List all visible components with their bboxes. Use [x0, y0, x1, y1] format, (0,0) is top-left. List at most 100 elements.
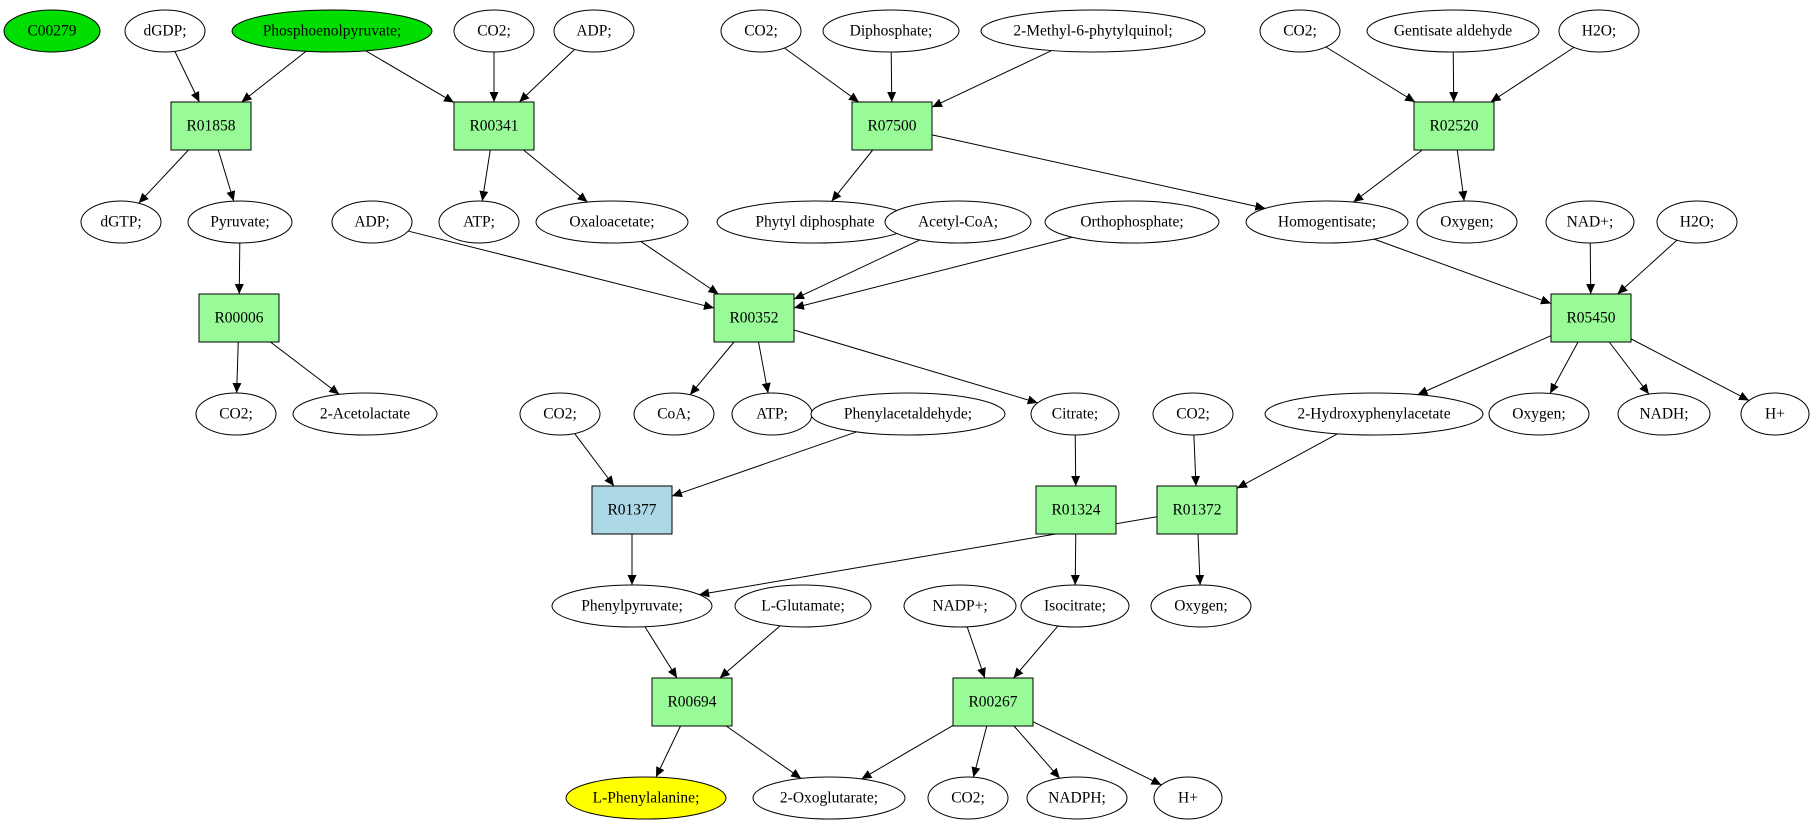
reaction-node-r00694[interactable]: R00694: [651, 677, 733, 727]
compound-ellipse: [438, 200, 520, 244]
compound-ellipse: [822, 9, 960, 53]
compound-node-h2o-a[interactable]: H2O;: [1558, 9, 1640, 53]
compound-node-oxaloacetate[interactable]: Oxaloacetate;: [535, 200, 689, 244]
reaction-node-r01324[interactable]: R01324: [1035, 485, 1117, 535]
node-label: dGTP;: [100, 214, 141, 231]
compound-node-isocitrate[interactable]: Isocitrate;: [1020, 584, 1130, 628]
compound-node-co2-f[interactable]: CO2;: [1152, 392, 1234, 436]
node-label: CO2;: [477, 23, 511, 40]
reaction-node-r00352[interactable]: R00352: [713, 293, 795, 343]
compound-node-oxoglutarate[interactable]: 2-Oxoglutarate;: [752, 776, 906, 820]
compound-node-atp-b[interactable]: ATP;: [731, 392, 813, 436]
reaction-node-r00341[interactable]: R00341: [453, 101, 535, 151]
compound-node-adp-b[interactable]: ADP;: [331, 200, 413, 244]
edge-r07500-to-homogentisate: [931, 134, 1266, 211]
node-label: Phenylacetaldehyde;: [844, 406, 972, 423]
reaction-node-r02520[interactable]: R02520: [1413, 101, 1495, 151]
compound-ellipse: [1366, 9, 1540, 53]
edge-r00267-to-hp-b: [1032, 721, 1162, 786]
compound-node-dgtp[interactable]: dGTP;: [80, 200, 162, 244]
node-label: R00694: [667, 694, 716, 711]
node-label: CoA;: [657, 406, 691, 423]
compound-ellipse: [1264, 392, 1484, 436]
node-label: R01324: [1051, 502, 1100, 519]
node-label: Phosphoenolpyruvate;: [263, 23, 402, 40]
node-label: NADPH;: [1048, 790, 1106, 807]
compound-node-nadh[interactable]: NADH;: [1617, 392, 1711, 436]
compound-ellipse: [810, 392, 1006, 436]
edge-adp-a-to-r00341: [518, 49, 575, 103]
reaction-node-r01858[interactable]: R01858: [170, 101, 252, 151]
reaction-node-r05450[interactable]: R05450: [1550, 293, 1632, 343]
compound-ellipse: [551, 584, 713, 628]
node-label: NADH;: [1639, 406, 1688, 423]
compound-node-hp-b[interactable]: H+: [1153, 776, 1223, 820]
compound-ellipse: [1617, 392, 1711, 436]
edge-r01324-to-isocitrate: [1070, 533, 1080, 586]
reaction-box: [591, 485, 673, 535]
compound-node-dgdp[interactable]: dGDP;: [124, 9, 206, 53]
compound-node-phenylacetaldehyde[interactable]: Phenylacetaldehyde;: [810, 392, 1006, 436]
compound-node-nadpp[interactable]: NADP+;: [903, 584, 1017, 628]
compound-node-gentisate[interactable]: Gentisate aldehyde: [1366, 9, 1540, 53]
node-label: 2-Hydroxyphenylacetate: [1297, 406, 1450, 423]
compound-node-nadph[interactable]: NADPH;: [1026, 776, 1128, 820]
compound-node-phenylpyruvate[interactable]: Phenylpyruvate;: [551, 584, 713, 628]
compound-node-coa[interactable]: CoA;: [633, 392, 715, 436]
reaction-box: [453, 101, 535, 151]
compound-node-co2-d[interactable]: CO2;: [195, 392, 277, 436]
reaction-node-r07500[interactable]: R07500: [851, 101, 933, 151]
compound-node-oxygen-c[interactable]: Oxygen;: [1150, 584, 1252, 628]
compound-node-orthophosphate[interactable]: Orthophosphate;: [1044, 200, 1220, 244]
compound-node-homogentisate[interactable]: Homogentisate;: [1245, 200, 1409, 244]
edge-r00267-to-co2-g: [971, 725, 988, 778]
compound-node-lphe[interactable]: L-Phenylalanine;: [565, 776, 727, 820]
compound-node-phytyldp[interactable]: Phytyl diphosphate: [716, 200, 914, 244]
compound-node-pyruvate[interactable]: Pyruvate;: [187, 200, 293, 244]
node-label: Phytyl diphosphate: [755, 214, 874, 231]
compound-node-hp-a[interactable]: H+: [1740, 392, 1810, 436]
compound-node-atp-a[interactable]: ATP;: [438, 200, 520, 244]
node-label: ADP;: [354, 214, 389, 231]
compound-node-co2-b[interactable]: CO2;: [720, 9, 802, 53]
compound-node-mpq[interactable]: 2-Methyl-6-phytylquinol;: [980, 9, 1206, 53]
edge-h2o-b-to-r05450: [1617, 239, 1678, 295]
node-label: CO2;: [744, 23, 778, 40]
node-label: CO2;: [543, 406, 577, 423]
compound-node-citrate[interactable]: Citrate;: [1030, 392, 1120, 436]
node-label: 2-Methyl-6-phytylquinol;: [1013, 23, 1172, 40]
reaction-box: [1035, 485, 1117, 535]
compound-ellipse: [3, 9, 101, 53]
compound-node-h2o-b[interactable]: H2O;: [1656, 200, 1738, 244]
compound-ellipse: [187, 200, 293, 244]
compound-node-co2-g[interactable]: CO2;: [927, 776, 1009, 820]
compound-node-adp-a[interactable]: ADP;: [553, 9, 635, 53]
node-label: ATP;: [756, 406, 788, 423]
compound-ellipse: [453, 9, 535, 53]
compound-node-pep[interactable]: Phosphoenolpyruvate;: [231, 9, 433, 53]
compound-node-nadp-a[interactable]: NAD+;: [1545, 200, 1635, 244]
compound-node-acetylcoa[interactable]: Acetyl-CoA;: [884, 200, 1032, 244]
reaction-node-r01372[interactable]: R01372: [1156, 485, 1238, 535]
compound-node-oxygen-a[interactable]: Oxygen;: [1416, 200, 1518, 244]
compound-node-diphosphate[interactable]: Diphosphate;: [822, 9, 960, 53]
compound-node-co2-c[interactable]: CO2;: [1259, 9, 1341, 53]
reaction-node-r00267[interactable]: R00267: [952, 677, 1034, 727]
reaction-node-r01377[interactable]: R01377: [591, 485, 673, 535]
reaction-node-r00006[interactable]: R00006: [198, 293, 280, 343]
compound-node-lglutamate[interactable]: L-Glutamate;: [734, 584, 872, 628]
edge-phenylacetaldehyde-to-r01377: [671, 431, 857, 498]
compound-node-co2-a[interactable]: CO2;: [453, 9, 535, 53]
edge-h2o-a-to-r02520: [1490, 46, 1575, 103]
reaction-box: [713, 293, 795, 343]
reaction-box: [952, 677, 1034, 727]
reaction-box: [1413, 101, 1495, 151]
compound-node-acetolactate[interactable]: 2-Acetolactate: [292, 392, 438, 436]
compound-node-hpa[interactable]: 2-Hydroxyphenylacetate: [1264, 392, 1484, 436]
compound-node-c00279[interactable]: C00279: [3, 9, 101, 53]
compound-node-oxygen-b[interactable]: Oxygen;: [1488, 392, 1590, 436]
edge-adp-b-to-r00352: [407, 230, 715, 310]
compound-node-co2-e[interactable]: CO2;: [519, 392, 601, 436]
node-label: H2O;: [1582, 23, 1616, 40]
edge-r00006-to-acetolactate: [270, 341, 340, 395]
